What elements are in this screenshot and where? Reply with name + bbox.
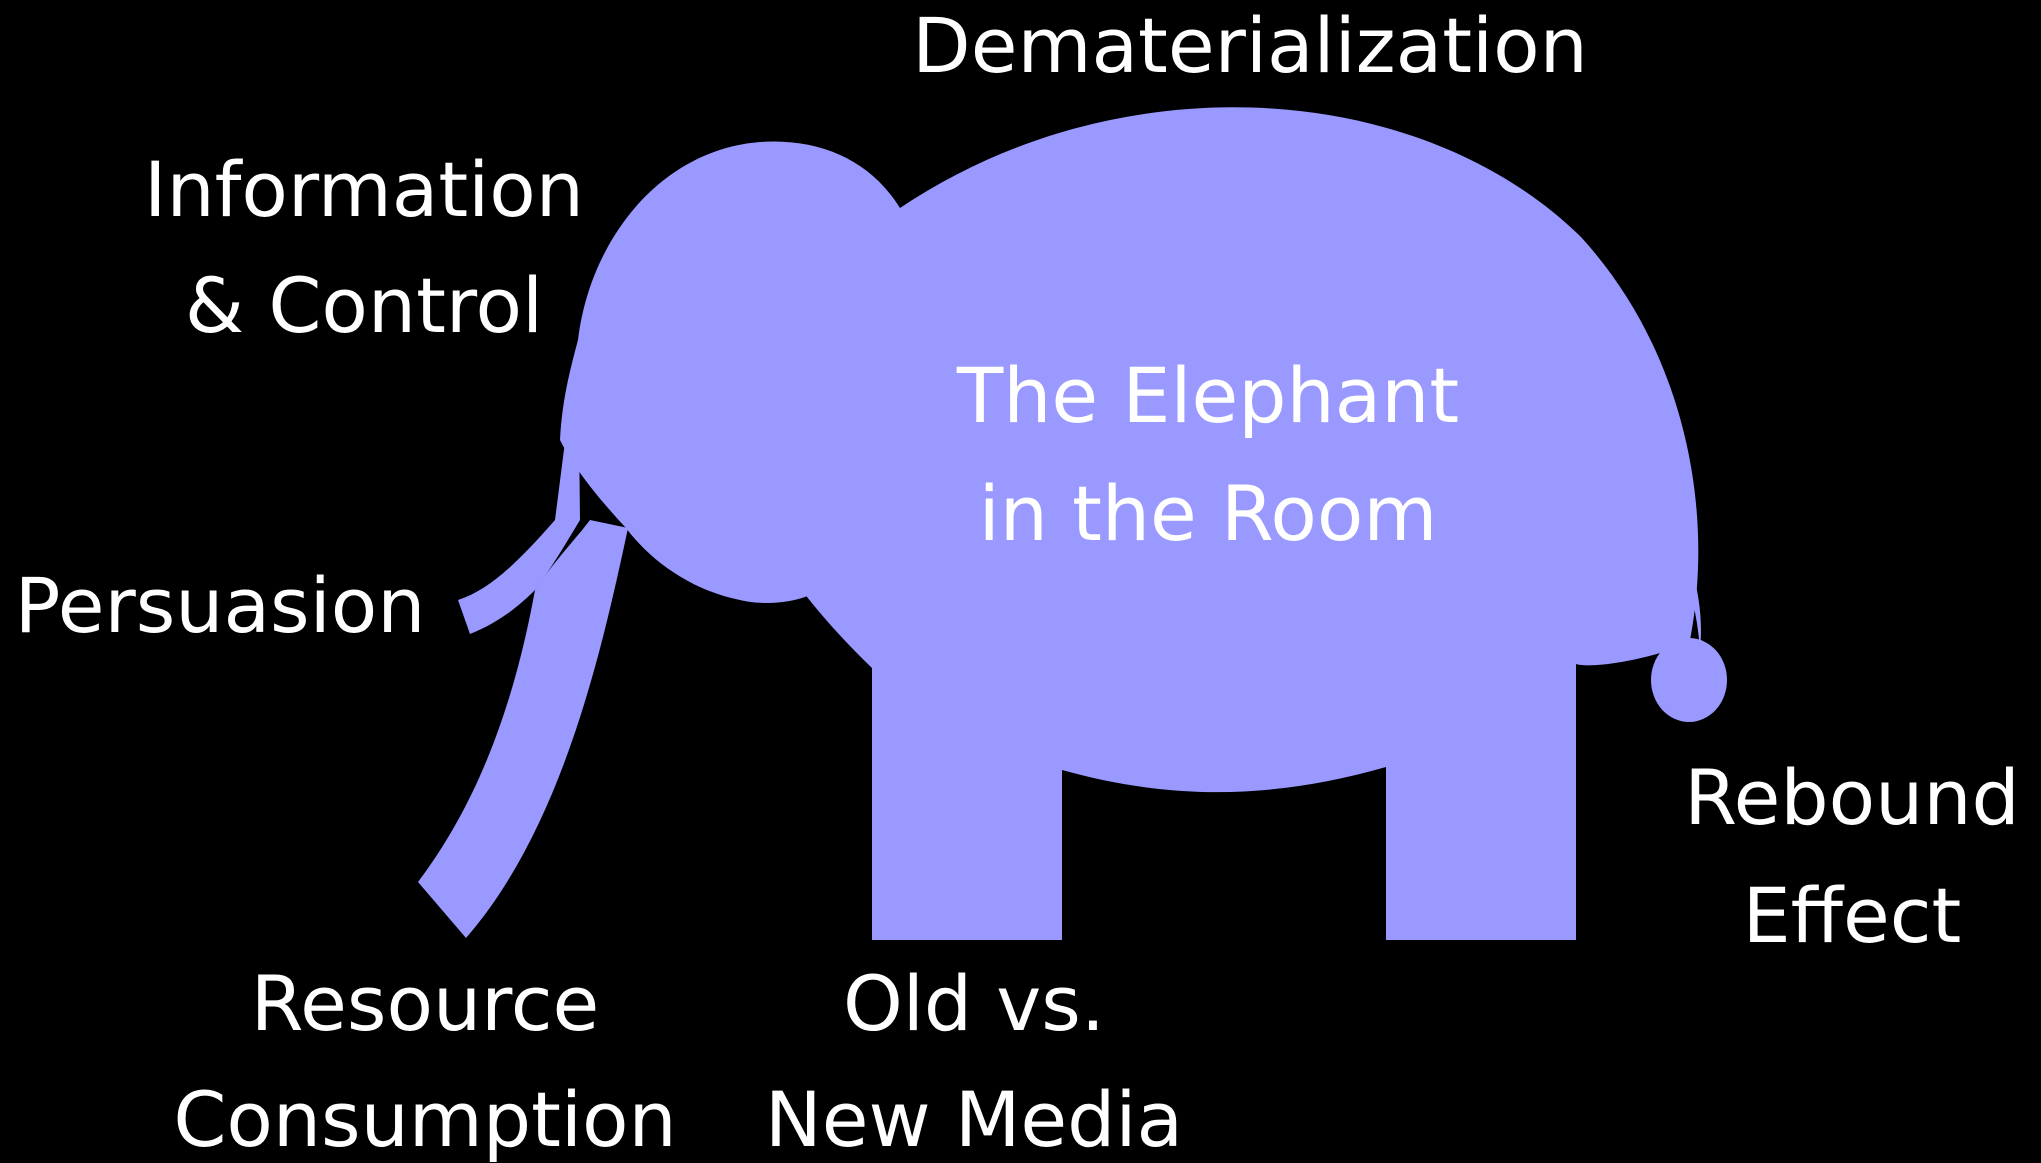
elephant-silhouette [418, 107, 1727, 940]
label-media-line1: Old vs. [843, 959, 1105, 1048]
label-information-line2: & Control [185, 261, 543, 350]
elephant-title-line1: The Elephant [956, 351, 1459, 440]
label-information-line1: Information [144, 145, 584, 234]
label-media-line2: New Media [765, 1075, 1183, 1163]
label-rebound-line1: Rebound [1684, 753, 2019, 842]
elephant-body [700, 107, 1699, 940]
label-rebound-line2: Effect [1743, 871, 1962, 960]
elephant-tail-tuft [1651, 638, 1727, 722]
label-persuasion: Persuasion [15, 561, 426, 650]
label-resource-line1: Resource [251, 959, 600, 1048]
elephant-head [560, 141, 900, 603]
elephant-trunk [418, 520, 628, 938]
elephant-upper-trunk [458, 340, 580, 634]
elephant-title-line2: in the Room [979, 469, 1438, 558]
elephant-tail [1665, 524, 1701, 662]
elephant-tail-line [1659, 520, 1679, 650]
label-dematerialization: Dematerialization [912, 1, 1588, 90]
label-resource-line2: Consumption [173, 1075, 676, 1163]
